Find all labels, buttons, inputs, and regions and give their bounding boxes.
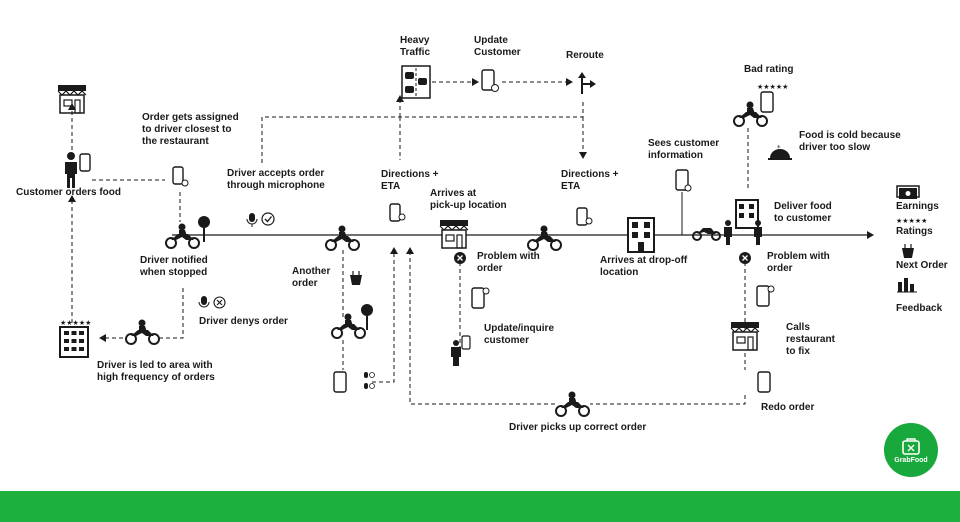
legend-feedback: Feedback xyxy=(896,303,943,314)
scooter-icon xyxy=(527,225,562,251)
phone-icon xyxy=(760,91,774,113)
food-bag-icon xyxy=(902,244,914,258)
phone-icon xyxy=(79,153,91,172)
restaurant-icon xyxy=(730,322,760,351)
dashed-connectors xyxy=(68,78,749,405)
legend-ratings: Ratings xyxy=(896,226,933,237)
grabfood-bag-icon xyxy=(902,437,920,455)
phone-icon xyxy=(757,371,771,393)
check-icon xyxy=(261,212,275,226)
cross-icon xyxy=(213,296,226,309)
person-icon xyxy=(65,152,77,188)
bar-chart-icon xyxy=(897,278,917,293)
stop-sign-icon xyxy=(361,304,373,330)
scooter-icon xyxy=(125,319,160,345)
svg-text:*: * xyxy=(777,144,781,152)
food-bag-icon xyxy=(350,271,362,285)
money-icon xyxy=(896,185,920,199)
phone-icon xyxy=(675,169,692,192)
svg-text:★★★★★: ★★★★★ xyxy=(896,217,927,225)
brand-bar xyxy=(0,491,960,522)
phone-icon xyxy=(576,207,593,226)
stop-sign-icon xyxy=(198,216,210,242)
scooter-icon xyxy=(331,313,366,339)
label-driver-denys: Driver denys order xyxy=(199,316,288,327)
legend-earnings: Earnings xyxy=(896,201,939,212)
star-rating-icon: ★★★★★ xyxy=(757,83,788,91)
scooter-icon xyxy=(692,228,721,241)
phone-icon xyxy=(172,166,189,187)
person-icon xyxy=(451,340,461,366)
microphone-icon xyxy=(364,372,375,389)
microphone-icon xyxy=(198,296,210,308)
star-rating-icon: ★★★★★ xyxy=(896,217,927,225)
building-icon xyxy=(735,199,759,229)
scooter-icon xyxy=(733,101,768,127)
error-icon xyxy=(739,252,751,264)
label-directions-eta-1: Directions +ETA xyxy=(381,169,439,192)
logo-text: GrabFood xyxy=(894,456,928,464)
handover-icon xyxy=(724,220,762,245)
phone-icon xyxy=(389,203,406,222)
scooter-icon xyxy=(555,391,590,417)
label-directions-eta-2: Directions +ETA xyxy=(561,169,619,192)
error-icon xyxy=(454,252,466,264)
phone-icon xyxy=(461,335,471,350)
label-driver-picks-up: Driver picks up correct order xyxy=(509,422,647,433)
microphone-icon xyxy=(246,213,258,227)
legend-next-order: Next Order xyxy=(896,260,948,271)
label-bad-rating: Bad rating xyxy=(744,64,794,75)
phone-icon xyxy=(471,287,490,309)
phone-icon xyxy=(333,371,347,393)
scooter-icon xyxy=(325,225,360,251)
restaurant-icon xyxy=(57,85,87,114)
building-icon xyxy=(59,326,89,358)
svg-text:★★★★★: ★★★★★ xyxy=(60,319,91,327)
phone-icon xyxy=(481,69,499,92)
phone-icon xyxy=(756,285,775,307)
label-redo-order: Redo order xyxy=(761,402,815,413)
cloche-icon: * xyxy=(768,144,792,160)
traffic-icon xyxy=(401,65,431,99)
svg-text:★★★★★: ★★★★★ xyxy=(757,83,788,91)
restaurant-icon xyxy=(439,220,469,249)
star-rating-icon: ★★★★★ xyxy=(60,319,91,327)
label-reroute: Reroute xyxy=(566,50,604,61)
building-icon xyxy=(627,217,655,253)
grabfood-logo: GrabFood xyxy=(884,423,938,477)
reroute-arrows-icon xyxy=(578,72,596,94)
label-customer-orders: Customer orders food xyxy=(16,187,122,198)
scooter-icon xyxy=(165,223,200,249)
